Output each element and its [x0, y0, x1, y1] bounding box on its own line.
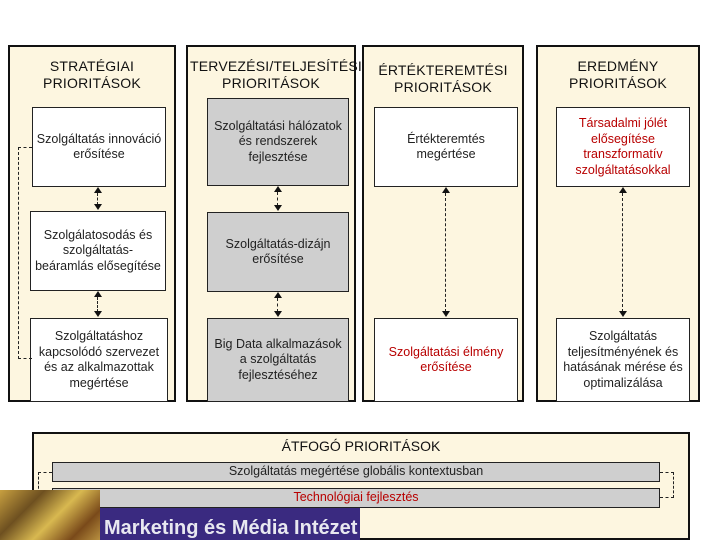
- arrowhead-col1-a-up: [94, 187, 102, 193]
- bottom-right-bracket: [660, 472, 674, 498]
- left-bracket-connector: [18, 147, 32, 359]
- crosscutting-panel: [32, 432, 690, 540]
- box-service-innovation: Szolgáltatás innováció erősítése: [32, 107, 166, 187]
- arrowhead-col1-b-down: [94, 311, 102, 317]
- bar-global-context: Szolgáltatás megértése globális kontextu…: [52, 462, 660, 482]
- box-service-organization: Szolgáltatáshoz kapcsolódó szervezet és …: [30, 318, 168, 402]
- box-service-performance: Szolgáltatás teljesítményének és hatásán…: [556, 318, 690, 402]
- box-servitization: Szolgálatosodás és szolgáltatás-beáramlá…: [30, 211, 166, 291]
- arrowhead-col2-b-up: [274, 292, 282, 298]
- arrowhead-col2-a-up: [274, 186, 282, 192]
- connector-col1-a: [97, 193, 98, 205]
- box-service-design: Szolgáltatás-dizájn erősítése: [207, 212, 349, 292]
- arrowhead-col4-down: [619, 311, 627, 317]
- box-transformative-services: Társadalmi jólét elősegítése transzforma…: [556, 107, 690, 187]
- arrowhead-col2-a-down: [274, 205, 282, 211]
- arrowhead-col3-down: [442, 311, 450, 317]
- box-big-data: Big Data alkalmazások a szolgáltatás fej…: [207, 318, 349, 402]
- header-outcome: EREDMÉNY PRIORITÁSOK: [569, 58, 667, 91]
- header-strategic: STRATÉGIAI PRIORITÁSOK: [43, 58, 141, 91]
- connector-col3: [445, 193, 446, 312]
- connector-col2-b: [277, 298, 278, 312]
- arrowhead-col3-up: [442, 187, 450, 193]
- connector-col1-b: [97, 297, 98, 312]
- crosscutting-title: ÁTFOGÓ PRIORITÁSOK: [281, 438, 441, 454]
- header-design: TERVEZÉSI/TELJESÍTÉSI PRIORITÁSOK: [190, 58, 362, 91]
- box-value-creation: Értékteremtés megértése: [374, 107, 518, 187]
- arrowhead-col1-b-up: [94, 291, 102, 297]
- arrowhead-col4-up: [619, 187, 627, 193]
- logo-image: [0, 490, 100, 540]
- logo-text: Marketing és Média Intézet: [100, 508, 360, 540]
- connector-col4: [622, 193, 623, 312]
- arrowhead-col1-a-down: [94, 204, 102, 210]
- box-service-experience: Szolgáltatási élmény erősítése: [374, 318, 518, 402]
- bar-technology-development: Technológiai fejlesztés: [52, 488, 660, 508]
- header-value: ÉRTÉKTEREMTÉSI PRIORITÁSOK: [378, 62, 508, 95]
- connector-col2-a: [277, 192, 278, 206]
- box-service-networks: Szolgáltatási hálózatok és rendszerek fe…: [207, 98, 349, 186]
- arrowhead-col2-b-down: [274, 311, 282, 317]
